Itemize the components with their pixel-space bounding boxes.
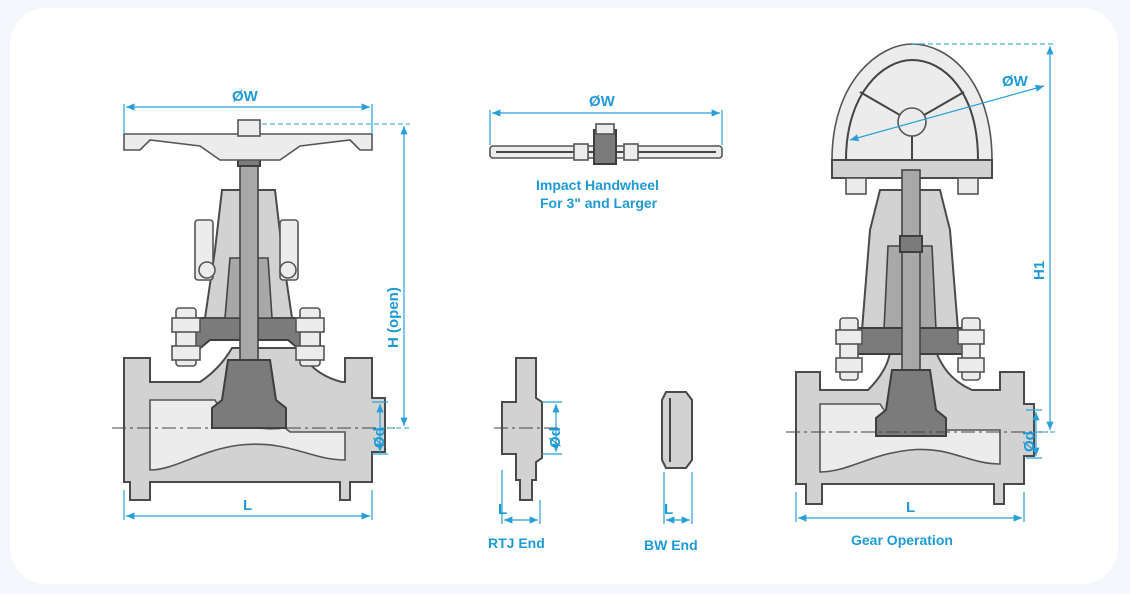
main-dia-d-label: Ød bbox=[371, 427, 388, 448]
gear-length-label: L bbox=[906, 499, 915, 516]
gear-height-label: H1 bbox=[1031, 261, 1048, 280]
gear-disc bbox=[875, 369, 947, 437]
impact-handwheel-hub bbox=[593, 129, 617, 165]
bw-end-weld bbox=[661, 391, 693, 469]
gear-dia-w-line bbox=[849, 84, 1045, 142]
impact-dia-w-label: ØW bbox=[589, 93, 616, 110]
bw-end-view bbox=[661, 391, 693, 469]
main-length-label: L bbox=[243, 497, 252, 514]
main-valve-view bbox=[112, 119, 395, 501]
gear-dia-w-label: ØW bbox=[1002, 73, 1029, 90]
rtj-flange bbox=[501, 357, 543, 501]
bw-caption: BW End bbox=[644, 537, 698, 553]
gland-bolt-left bbox=[194, 219, 216, 281]
bw-dimensions: L BW End bbox=[644, 472, 698, 553]
bonnet-bolt-right bbox=[295, 307, 325, 367]
gear-bolt-right bbox=[957, 317, 985, 381]
rtj-dia-d-label: Ød bbox=[547, 427, 564, 448]
impact-caption-line1: Impact Handwheel bbox=[536, 177, 659, 193]
impact-handwheel-view bbox=[489, 123, 723, 165]
impact-handwheel-dimensions: ØW Impact Handwheel For 3" and Larger bbox=[489, 93, 723, 211]
rtj-length-label: L bbox=[498, 501, 507, 518]
gear-hub bbox=[897, 107, 927, 137]
handwheel bbox=[123, 133, 373, 161]
handwheel-nut bbox=[237, 119, 261, 137]
gear-operation-view bbox=[786, 43, 1048, 505]
main-dia-w-label: ØW bbox=[232, 88, 259, 105]
main-dimensions: ØW H (open) Ød L bbox=[123, 88, 410, 520]
main-height-label: H (open) bbox=[385, 287, 402, 348]
bonnet-bolt-left bbox=[171, 307, 201, 367]
rtj-caption: RTJ End bbox=[488, 535, 545, 551]
gear-stem bbox=[901, 169, 921, 381]
rtj-dimensions: Ød L RTJ End bbox=[488, 401, 564, 551]
gear-dimensions: ØW H1 Ød L Gear Operation bbox=[795, 43, 1056, 548]
bw-length-label: L bbox=[664, 501, 673, 518]
gear-caption: Gear Operation bbox=[851, 532, 953, 548]
rtj-end-view bbox=[494, 357, 560, 501]
valve-disc bbox=[211, 359, 287, 429]
gear-bolt-left bbox=[835, 317, 863, 381]
impact-caption-line2: For 3" and Larger bbox=[540, 195, 658, 211]
gland-bolt-right bbox=[279, 219, 299, 281]
gear-dia-d-label: Ød bbox=[1021, 431, 1038, 452]
